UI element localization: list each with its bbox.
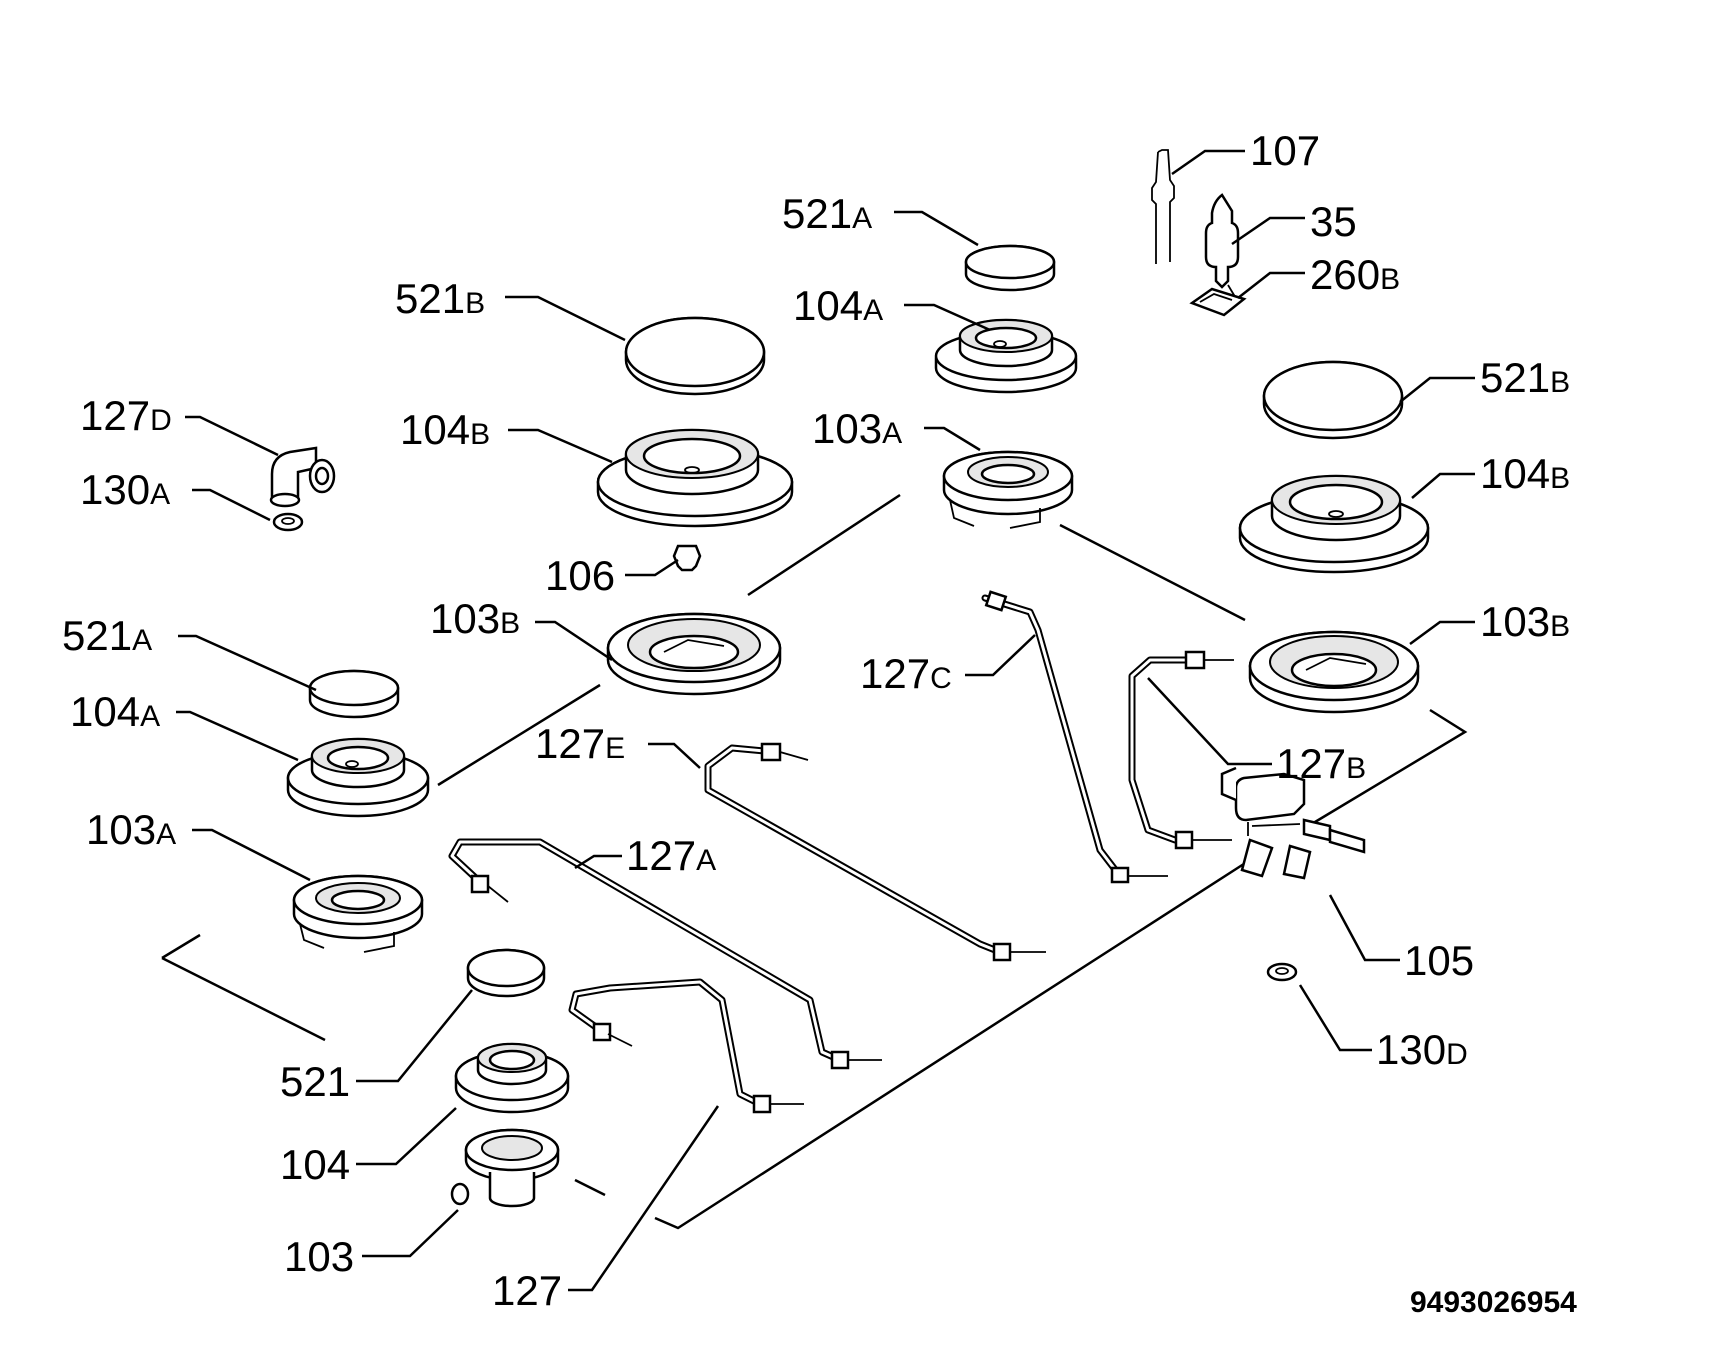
callout-103: 103 [284,1233,354,1280]
callout-105: 105 [1404,937,1474,984]
thermocouple-107 [1151,149,1175,264]
gas-pipes [448,590,1234,1114]
burner-base-103b-right [1248,630,1420,714]
callout-127c: 127C [860,650,952,697]
washer-130d [1266,962,1298,982]
flame-spreader-104b-left [596,428,794,528]
flame-spreader-104 [454,1042,570,1114]
callout-104a-top: 104A [793,282,883,329]
flame-spreader-104a-top [934,318,1078,394]
callout-521a-top: 521A [782,190,872,237]
callout-103a-left: 103A [86,806,176,853]
callout-127a: 127A [626,832,716,879]
callout-130a: 130A [80,466,170,513]
drawing-number: 9493026954 [1410,1286,1577,1319]
burner-base-103 [450,1128,560,1208]
callout-labels: 107 35 260B 521A 104A 103A 521B 104B 106… [62,127,1570,1314]
burner-cap-521b-left [624,316,766,396]
clip-260b [1189,287,1247,317]
callout-106: 106 [545,552,615,599]
callout-260b: 260B [1310,251,1400,298]
burner-cap-521 [466,948,546,998]
callout-127e: 127E [535,720,625,767]
callout-103b-left: 103B [430,595,520,642]
callout-103a-top: 103A [812,405,902,452]
callout-521b-left: 521B [395,275,485,322]
burner-base-103b-left [606,612,782,696]
callout-107: 107 [1250,127,1320,174]
callout-521: 521 [280,1058,350,1105]
flame-spreader-104a-left [286,737,430,818]
callout-521b-right: 521B [1480,354,1570,401]
callout-127d: 127D [80,392,172,439]
burner-cap-521a-left [308,669,400,719]
assembly-lines [161,493,1468,1230]
burner-cap-521b-right [1262,360,1404,440]
callout-35: 35 [1310,198,1357,245]
callout-127: 127 [492,1267,562,1314]
ignition-electrode-35 [1204,193,1240,298]
callout-104a-left: 104A [70,688,160,735]
burner-cap-521a-top [964,244,1056,292]
burner-base-103a-left [292,874,424,953]
injector-106 [672,544,702,572]
burner-base-103a-top [942,450,1074,529]
callout-104b-left: 104B [400,406,490,453]
callout-127b: 127B [1276,740,1366,787]
callout-103b-right: 103B [1480,598,1570,645]
callout-104b-right: 104B [1480,450,1570,497]
elbow-connector-127d [269,446,336,508]
gas-valve-105 [1220,766,1366,880]
leader-lines [176,149,1475,1292]
callout-104: 104 [280,1141,350,1188]
callout-130d: 130D [1376,1026,1468,1073]
flame-spreader-104b-right [1238,474,1430,574]
callout-521a-left: 521A [62,612,152,659]
washer-130a [272,512,304,532]
